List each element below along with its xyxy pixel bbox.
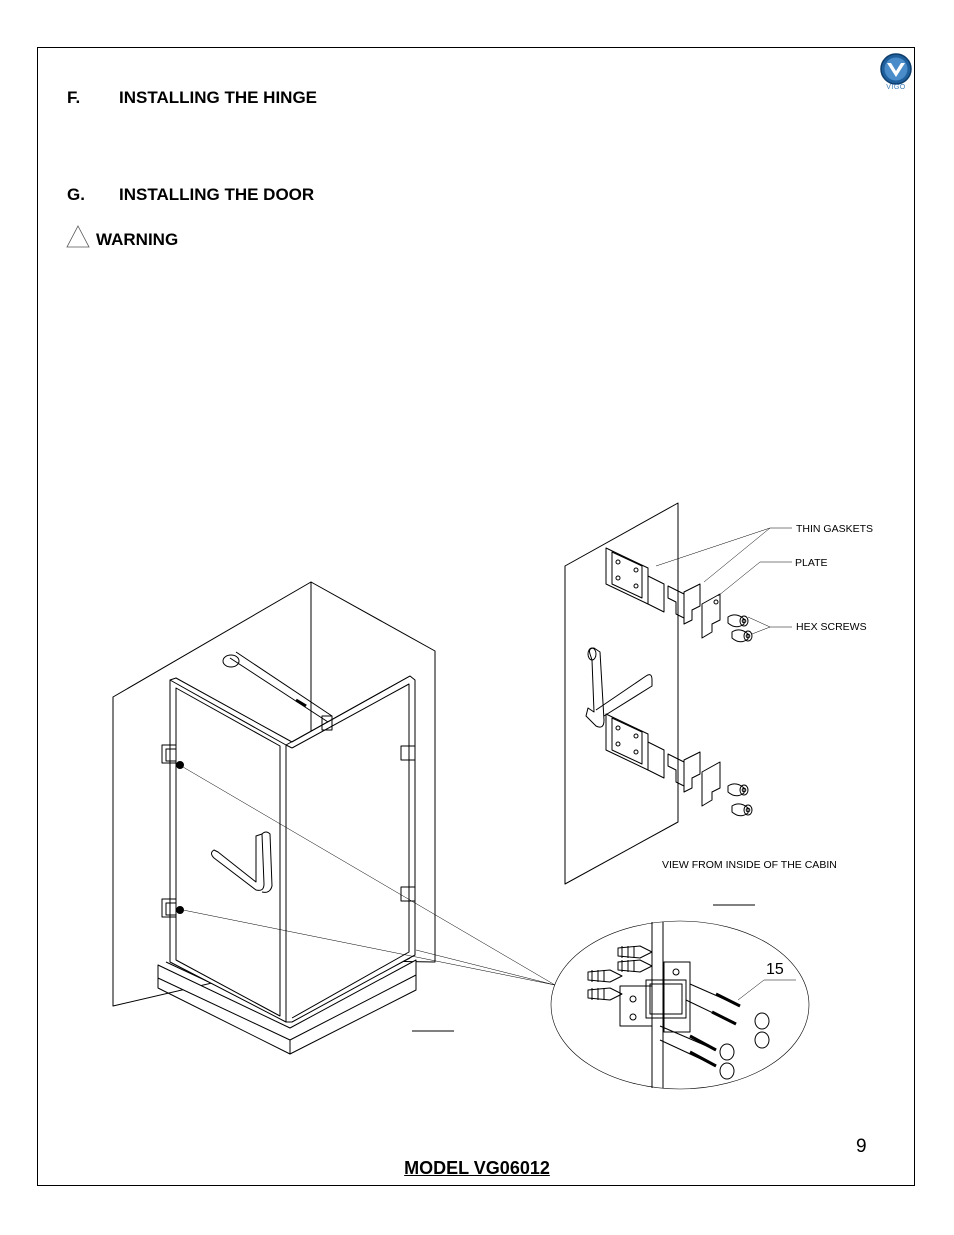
- callout-thin-gaskets: THIN GASKETS: [796, 523, 873, 535]
- door-panel-hinge-detail: [564, 502, 792, 906]
- section-title: INSTALLING THE DOOR: [119, 185, 315, 204]
- hinge-closeup-detail: [550, 920, 810, 1090]
- section-letter: F.: [67, 88, 81, 107]
- section-letter: G.: [67, 185, 85, 204]
- page-border: [37, 47, 915, 1186]
- callout-hex-screws: HEX SCREWS: [796, 621, 867, 633]
- model-footer: MODEL VG06012: [0, 1158, 954, 1179]
- warning-block: WARNING: [66, 225, 206, 251]
- model-name: MODEL VG06012: [404, 1158, 550, 1178]
- warning-triangle-icon: [66, 225, 90, 248]
- page-number: 9: [856, 1136, 867, 1157]
- section-title: INSTALLING THE HINGE: [119, 88, 318, 107]
- callout-view-caption: VIEW FROM INSIDE OF THE CABIN: [662, 859, 837, 871]
- callout-detail-number: 15: [766, 961, 784, 978]
- callout-plate: PLATE: [795, 557, 827, 569]
- warning-label: WARNING: [96, 230, 179, 249]
- shower-enclosure-illustration: [112, 581, 556, 1055]
- vigo-logo-icon: [880, 53, 912, 85]
- logo-text: VIGO: [886, 84, 906, 91]
